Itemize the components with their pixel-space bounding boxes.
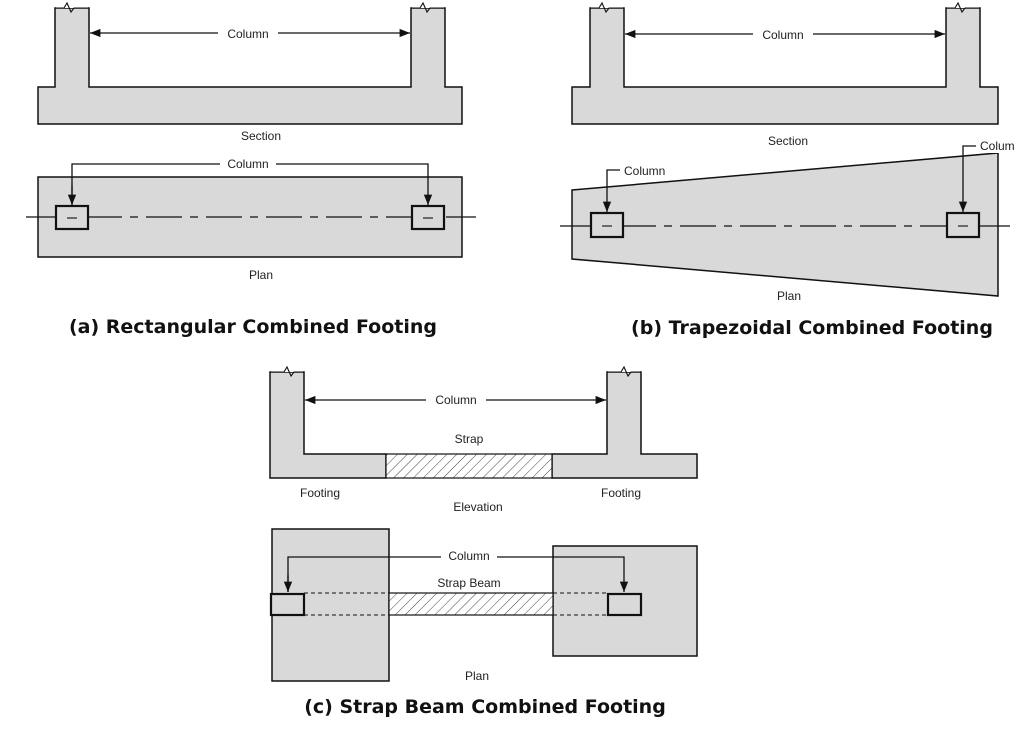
- column-right: [945, 211, 981, 239]
- plan-column-label: Column: [227, 157, 268, 171]
- right-column-leader: [958, 145, 976, 212]
- plan-column-label: Column: [448, 549, 489, 563]
- break-mark-icon: [270, 365, 304, 378]
- strap-label: Strap: [455, 432, 484, 446]
- section-label: Section: [241, 129, 281, 143]
- column-label: Column: [762, 28, 803, 42]
- trapezoidal-footing-plan: [571, 152, 999, 297]
- panel-c: Column Strap Footing Footing Elevation C…: [269, 365, 698, 718]
- strap-elevation: [385, 453, 553, 479]
- section-label: Section: [768, 134, 808, 148]
- column-label: Column: [227, 27, 268, 41]
- break-mark-icon: [55, 1, 89, 14]
- strap-beam-plan: [388, 592, 554, 616]
- column-right: [606, 592, 643, 617]
- left-footing-elevation: [269, 371, 387, 479]
- caption-a: (a) Rectangular Combined Footing: [69, 316, 437, 338]
- footing-left-label: Footing: [300, 486, 340, 500]
- column-label: Column: [435, 393, 476, 407]
- break-mark-icon: [946, 1, 980, 14]
- column-left: [589, 211, 625, 239]
- break-mark-icon: [590, 1, 624, 14]
- plan-left-column-label: Column: [624, 164, 665, 178]
- strap-beam-label: Strap Beam: [437, 576, 500, 590]
- plan-label: Plan: [777, 289, 801, 303]
- panel-a: Column Section Column Plan (a) Rectangul…: [26, 0, 476, 338]
- footing-right-label: Footing: [601, 486, 641, 500]
- right-footing-elevation: [551, 371, 698, 479]
- panel-b: Column Section Column Colum Plan (b) Tra…: [560, 0, 1024, 339]
- panel-a-section-footing: [37, 0, 463, 125]
- left-column-leader: [602, 169, 620, 212]
- elevation-label: Elevation: [453, 500, 502, 514]
- column-left: [269, 592, 306, 617]
- plan-right-column-label: Colum: [980, 139, 1015, 153]
- break-mark-icon: [411, 1, 445, 14]
- caption-b: (b) Trapezoidal Combined Footing: [631, 317, 993, 339]
- caption-c: (c) Strap Beam Combined Footing: [304, 696, 666, 718]
- plan-label: Plan: [249, 268, 273, 282]
- plan-label: Plan: [465, 669, 489, 683]
- break-mark-icon: [607, 365, 641, 378]
